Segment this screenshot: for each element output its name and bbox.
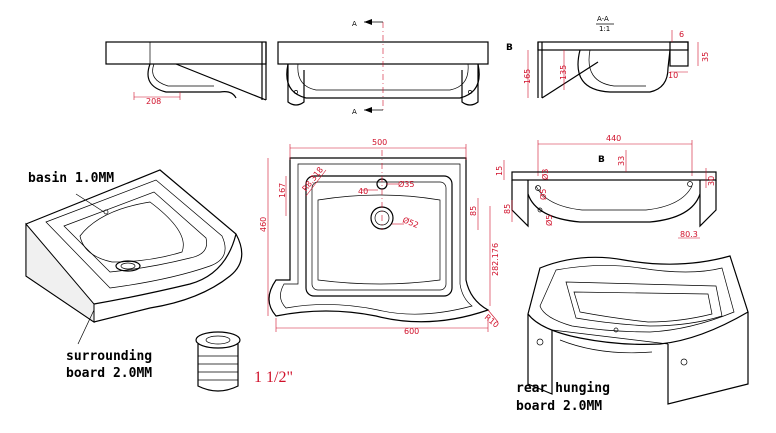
front-view: A A bbox=[277, 19, 489, 116]
section-mark-top: A bbox=[352, 20, 357, 28]
dim-plan-tap-hole: Ø35 bbox=[398, 179, 414, 189]
isometric-basin: basin 1.0MM surrounding board 2.0MM bbox=[25, 169, 243, 381]
dim-plan-right-height: 282.176 bbox=[491, 243, 500, 276]
dim-rear-right: 30 bbox=[707, 176, 716, 186]
dim-section-height-inner: 135 bbox=[559, 65, 568, 80]
dim-rear-hole-b: Ø5 bbox=[538, 189, 548, 200]
plan-view: 500 460 167 R8.318 40 Ø35 Ø52 85 282.176… bbox=[259, 138, 501, 336]
dim-rear-width: 440 bbox=[606, 134, 621, 143]
view-b-label: B bbox=[598, 155, 605, 165]
section-scale: 1:1 bbox=[599, 25, 610, 33]
dim-section-side: 35 bbox=[701, 52, 710, 62]
label-rear-1: rear hunging bbox=[516, 381, 610, 396]
dim-rear-left-height: 15 bbox=[495, 166, 504, 176]
dim-rear-hole-c: Ø5 bbox=[544, 215, 554, 226]
dim-plan-width-bottom: 600 bbox=[404, 327, 419, 336]
section-title: A-A bbox=[597, 15, 609, 23]
section-view: A-A 1:1 B 165 135 6 35 10 bbox=[506, 15, 710, 99]
label-drain-size: 1 1/2" bbox=[254, 369, 293, 386]
dim-plan-height: 460 bbox=[259, 217, 268, 232]
dim-section-top: 6 bbox=[679, 30, 684, 39]
dim-rear-hole-a: Ø3 bbox=[540, 169, 550, 180]
label-surrounding-2: board 2.0MM bbox=[66, 366, 152, 381]
dim-plan-width-top: 500 bbox=[372, 138, 387, 147]
dim-plan-drain: Ø52 bbox=[401, 215, 420, 230]
dim-section-bottom: 10 bbox=[668, 71, 678, 80]
dim-section-height-total: 165 bbox=[523, 69, 532, 84]
isometric-rear: rear hunging board 2.0MM bbox=[516, 255, 749, 414]
label-surrounding-1: surrounding bbox=[66, 349, 152, 364]
dim-rear-bottom: 80.3 bbox=[680, 230, 698, 239]
label-basin: basin 1.0MM bbox=[28, 171, 114, 186]
side-view: 208 bbox=[105, 41, 267, 106]
dim-rear-left-85: 85 bbox=[503, 204, 512, 214]
dim-plan-radius: R8.318 bbox=[300, 165, 325, 193]
dim-plan-corner-radius: R10 bbox=[483, 313, 501, 330]
dim-side-depth: 208 bbox=[146, 97, 161, 106]
dim-plan-tap-offset: 40 bbox=[358, 187, 368, 196]
view-b-mark: B bbox=[506, 43, 513, 53]
section-mark-bottom: A bbox=[352, 108, 357, 116]
label-rear-2: board 2.0MM bbox=[516, 399, 602, 414]
dim-plan-left: 167 bbox=[278, 183, 287, 198]
dim-plan-side-right: 85 bbox=[469, 206, 478, 216]
dim-rear-hole-offset: 33 bbox=[617, 156, 626, 166]
rear-view: B 440 15 33 30 Ø3 Ø5 Ø5 85 80.3 bbox=[495, 134, 717, 239]
drain-fitting: 1 1/2" bbox=[195, 331, 293, 392]
